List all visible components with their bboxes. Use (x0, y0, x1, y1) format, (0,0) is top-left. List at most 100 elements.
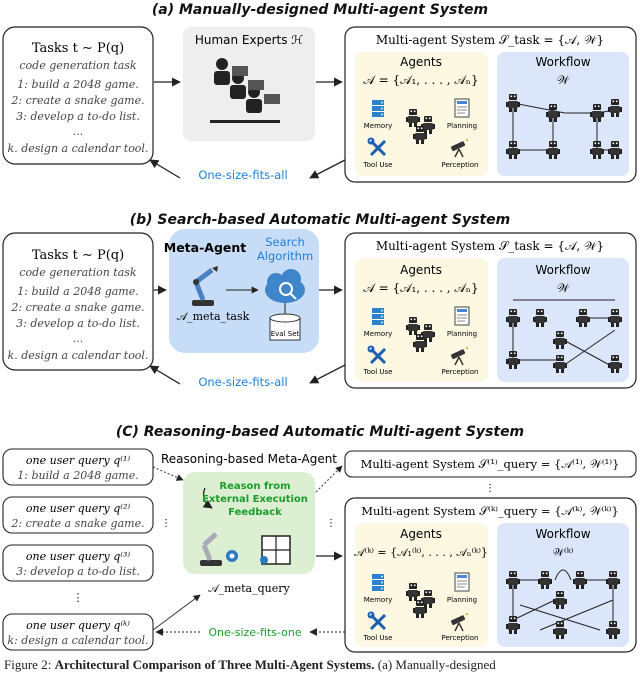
workflow-label-c: Workflow (535, 527, 590, 541)
query-task-1: 1: build a 2048 game. (17, 469, 138, 482)
agents-label-b: Agents (400, 263, 442, 277)
feedback-label-a: One-size-fits-all (198, 168, 287, 182)
perception-label-c: Perception (441, 634, 478, 642)
meta-dots-right: ⋮ (326, 518, 336, 529)
query-head-k: one user query q⁽ᵏ⁾ (26, 619, 130, 632)
perception-label-a: Perception (441, 161, 478, 169)
arrow-mas-to-feedback-a (309, 159, 346, 179)
task-type-b: code generation task (19, 266, 137, 279)
mask-title: Multi-agent System 𝒮⁽ᵏ⁾_query = {𝒜⁽ᵏ⁾, 𝒲… (361, 504, 619, 518)
task-item-a-dots: ... (73, 125, 84, 138)
agents-box-b (355, 258, 488, 382)
feedback-label-b: One-size-fits-all (198, 375, 287, 389)
reason-loop-arrow (202, 487, 213, 509)
task-item-a-3: 3: develop a to-do list. (16, 110, 140, 123)
puzzle-icon (260, 535, 291, 565)
task-item-a-1: 1: build a 2048 game. (17, 78, 138, 91)
memory-label-b: Memory (364, 330, 392, 338)
query-dots: ⋮ (73, 591, 84, 604)
tasks-box-b (2, 232, 154, 371)
database-icon (269, 313, 301, 341)
tool-use-label-c: Tool Use (363, 634, 393, 642)
search-algorithm-label-2: Algorithm (257, 249, 313, 263)
planning-label-b: Planning (447, 330, 477, 338)
memory-icon (372, 100, 384, 117)
workflow-symbol-a: 𝒲 (557, 73, 571, 87)
workflow-box-b (497, 258, 629, 382)
reason-text-1: Reason from (219, 481, 290, 492)
workflow-label-a: Workflow (535, 55, 590, 69)
task-item-a-k: k. design a calendar tool. (8, 142, 149, 155)
task-item-b-1: 1: build a 2048 game. (17, 285, 138, 298)
human-experts-label: Human Experts ℋ (195, 33, 303, 47)
arrow-feedback-to-tasks-b (149, 365, 181, 385)
human-experts-icon (210, 58, 280, 123)
robot-arm-icon (192, 266, 218, 306)
meta-task-symbol: 𝒜_meta_task (177, 310, 250, 323)
memory-label-c: Memory (364, 596, 392, 604)
workflow-symbol-b: 𝒲 (557, 281, 571, 295)
agents-label-c: Agents (400, 527, 442, 541)
meta-dots-left: ⋮ (161, 518, 171, 529)
arrow-mas-to-feedback-b (309, 364, 346, 384)
workflow-label-b: Workflow (535, 263, 590, 277)
planning-icon (454, 572, 470, 592)
panel-c-title: (C) Reasoning-based Automatic Multi-agen… (116, 424, 524, 440)
eval-set-label: Eval Set (271, 330, 300, 338)
arrow-feedback-to-tasks-a (149, 159, 181, 179)
arrow-queryk-to-meta (152, 594, 201, 631)
feedback-label-c: One-size-fits-one (208, 626, 302, 639)
figure-caption: Figure 2: Architectural Comparison of Th… (4, 657, 496, 673)
task-item-b-3: 3: develop a to-do list. (16, 317, 140, 330)
meta-agent-label: Meta-Agent (164, 240, 247, 255)
task-type-a: code generation task (19, 59, 137, 72)
workflow-symbol-c: 𝒲⁽ᵏ⁾ (553, 546, 574, 559)
memory-label-a: Memory (364, 122, 392, 130)
mas-box-1 (344, 450, 637, 478)
tasks-header-a: Tasks t ∼ P(q) (32, 41, 124, 56)
workflow-box-c (497, 523, 629, 647)
task-item-b-dots: ... (73, 332, 84, 345)
caption-rest: (a) Manually-designed (377, 657, 496, 672)
reason-text-2: External Execution (202, 494, 308, 505)
arrow-meta-to-mas1 (315, 465, 343, 493)
tasks-header-b: Tasks t ∼ P(q) (32, 248, 124, 263)
mas-title-a: Multi-agent System 𝒮_task = {𝒜, 𝒲} (376, 33, 604, 47)
memory-icon (372, 308, 384, 325)
meta-query-symbol: 𝒜_meta_query (208, 582, 290, 595)
perception-label-b: Perception (441, 368, 478, 376)
caption-prefix: Figure 2: (4, 657, 52, 672)
robot-arm-icon (200, 532, 238, 566)
cloud-search-icon (265, 269, 305, 318)
workflow-graph-c (512, 569, 614, 631)
planning-icon (454, 98, 470, 118)
query-box-3 (2, 544, 154, 582)
reasoning-meta-title: Reasoning-based Meta-Agent (161, 452, 337, 466)
arrow-query1-to-meta (152, 466, 184, 481)
query-box-k (2, 613, 154, 651)
caption-bold: Architectural Comparison of Three Multi-… (54, 657, 375, 672)
agents-label-a: Agents (400, 55, 442, 69)
planning-label-c: Planning (447, 596, 477, 604)
tasks-box-a (2, 26, 154, 165)
agents-formula-b: 𝒜 = {𝒜₁, . . . , 𝒜ₙ} (363, 281, 478, 295)
search-algorithm-label-1: Search (265, 235, 305, 249)
panel-b-title: (b) Search-based Automatic Multi-agent S… (130, 212, 511, 228)
panel-a-title: (a) Manually-designed Multi-agent System (152, 2, 488, 18)
query-task-k: k: design a calendar tool. (7, 634, 148, 647)
query-task-3: 3: develop a to-do list. (16, 565, 140, 578)
agents-formula-a: 𝒜 = {𝒜₁, . . . , 𝒜ₙ} (363, 73, 478, 87)
task-item-b-k: k. design a calendar tool. (8, 349, 149, 362)
agents-formula-c: 𝒜⁽ᵏ⁾ = {𝒜₁⁽ᵏ⁾, . . . , 𝒜ₙ⁽ᵏ⁾} (354, 546, 488, 559)
mas-dots: ⋮ (485, 483, 495, 494)
query-head-2: one user query q⁽²⁾ (26, 502, 130, 515)
query-head-1: one user query q⁽¹⁾ (26, 454, 130, 467)
tool-use-label-a: Tool Use (363, 161, 393, 169)
mas1-title: Multi-agent System 𝒮⁽¹⁾_query = {𝒜⁽¹⁾, 𝒲… (361, 457, 620, 471)
agents-box-c (355, 523, 488, 647)
query-head-3: one user query q⁽³⁾ (26, 550, 130, 563)
mas-title-b: Multi-agent System 𝒮_task = {𝒜, 𝒲} (376, 239, 604, 253)
task-item-a-2: 2: create a snake game. (10, 94, 144, 107)
planning-label-a: Planning (447, 122, 477, 130)
